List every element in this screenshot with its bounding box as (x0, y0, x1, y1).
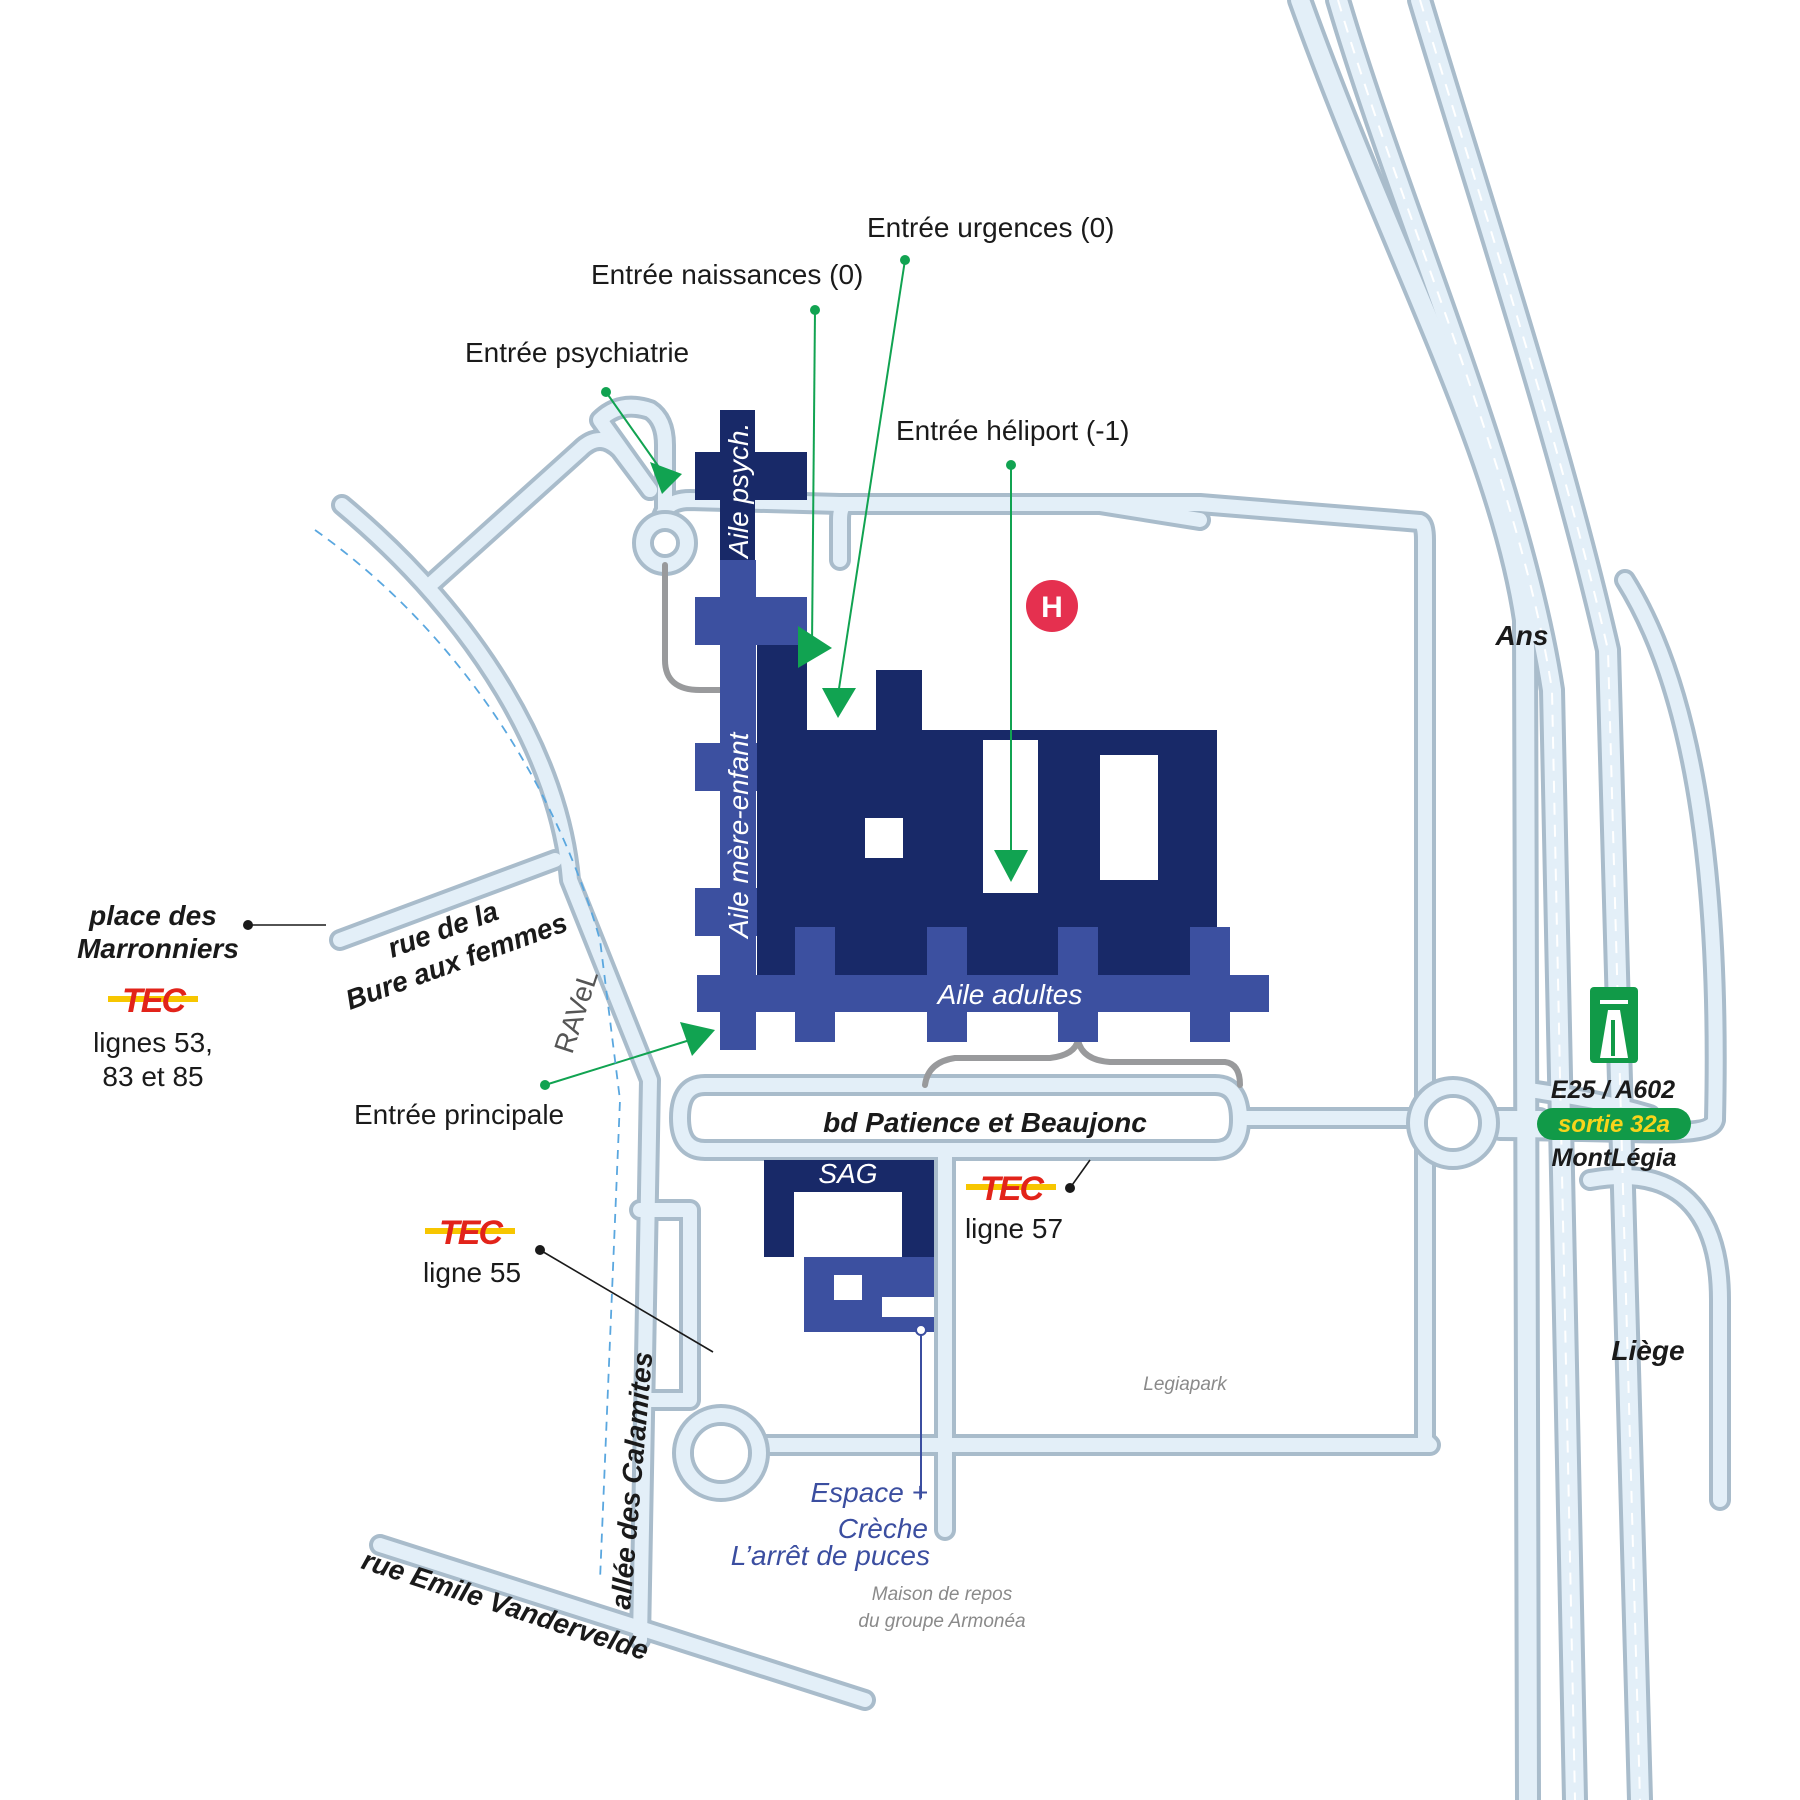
motorway-road-label: E25 / A602 (1551, 1076, 1675, 1104)
motorway-exit-badge (1537, 1108, 1691, 1140)
espace-label-line1: Espace + (810, 1477, 928, 1508)
adult-wing-label: Aile adultes (936, 979, 1083, 1010)
nursing-home-line1: Maison de repos (872, 1584, 1013, 1605)
entrance-markers (540, 255, 1028, 1090)
tec-logo: TEC (980, 1170, 1044, 1208)
legiapark-label: Legiapark (1143, 1374, 1228, 1395)
espace-label-line2: Crèche (838, 1513, 928, 1544)
ravel-label: RAVeL (548, 966, 604, 1057)
bus-lines-marronniers-2: 83 et 85 (102, 1061, 203, 1092)
motorway-sign: E25 / A602 sortie 32a MontLégia (1537, 987, 1691, 1172)
mother-child-wing-label: Aile mère-enfant (723, 731, 754, 940)
courtyard-east (1100, 755, 1158, 880)
service-road (662, 562, 723, 693)
hospital-icon: H (1026, 580, 1078, 632)
entrance-heliport-label: Entrée héliport (-1) (896, 415, 1129, 446)
place-marronniers-line1: place des (88, 900, 217, 931)
tec-logo: TEC (439, 1214, 503, 1252)
entrance-psychiatry-label: Entrée psychiatrie (465, 337, 689, 368)
north-annex (876, 670, 922, 732)
motorway-exit-label: sortie 32a (1558, 1111, 1670, 1138)
entrance-maternity-label: Entrée naissances (0) (591, 259, 863, 290)
main-block-west (757, 645, 807, 975)
entrance-main-label: Entrée principale (354, 1099, 564, 1130)
bus-line-55: ligne 55 (423, 1257, 521, 1288)
tec-stop-55: TEC ligne 55 (423, 1214, 714, 1353)
sag-label: SAG (818, 1158, 877, 1189)
adult-wing (697, 975, 1269, 1012)
place-liege-label: Liège (1611, 1335, 1684, 1366)
ravel-path (314, 529, 621, 1581)
motorway-destination-label: MontLégia (1552, 1144, 1677, 1172)
tec-logo: TEC (122, 982, 186, 1020)
place-marronniers-line2: Marronniers (77, 933, 239, 964)
entrance-emergency-label: Entrée urgences (0) (867, 212, 1114, 243)
psych-wing-arms (695, 452, 807, 500)
svg-text:H: H (1041, 591, 1063, 624)
road-network (329, 0, 1731, 1800)
tec-stop-marronniers: TEC lignes 53, 83 et 85 (93, 982, 213, 1092)
nursing-home-line2: du groupe Armonéa (858, 1611, 1025, 1632)
espace-label-line3: L’arrêt de puces (731, 1540, 930, 1571)
sag-annex (804, 1257, 934, 1332)
psych-wing-label: Aile psych. (723, 423, 754, 560)
bus-line-57: ligne 57 (965, 1213, 1063, 1244)
tec-stop-57: TEC ligne 57 (965, 1159, 1091, 1244)
street-bd-patience-label: bd Patience et Beaujonc (823, 1107, 1147, 1138)
place-ans-label: Ans (1495, 620, 1549, 651)
bus-lines-marronniers-1: lignes 53, (93, 1027, 213, 1058)
